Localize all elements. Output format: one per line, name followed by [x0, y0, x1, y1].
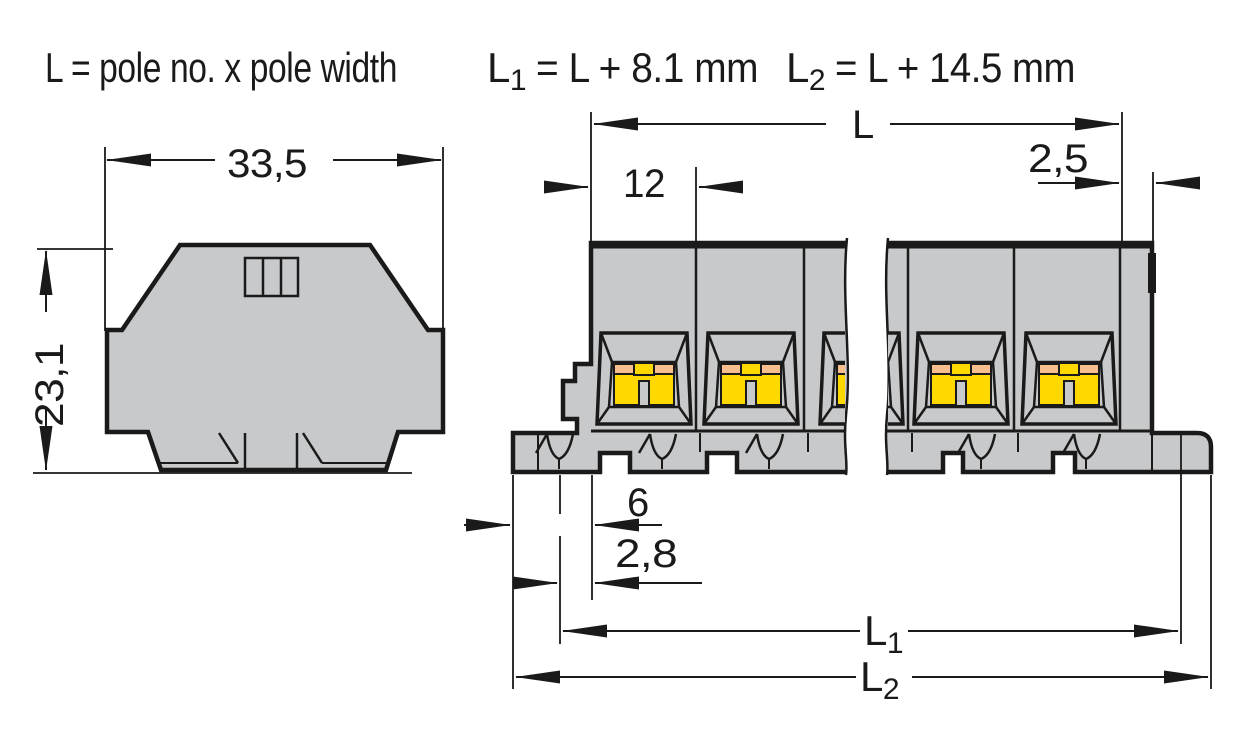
rail-claw: [744, 433, 785, 469]
dim-foot-offset-2-8: 2,8: [615, 532, 677, 576]
end-view: [104, 242, 446, 473]
end-view-housing-outline: [104, 242, 446, 473]
dim-end-plate-2-5: 2,5: [1028, 137, 1088, 181]
dim-height-23-1: 23,1: [28, 343, 72, 427]
rail-claws: [534, 433, 1102, 469]
clamp-window-pole-3: [912, 331, 1010, 426]
dim-l2-label: L2: [860, 653, 899, 706]
formula-row: L = pole no. x pole width L1= L + 8.1 mm…: [45, 44, 1076, 97]
dim-width-33-5: 33,5: [227, 142, 307, 186]
dimension-labels: 33,5 23,1 L 12 2,5 6 2,8 L1 L2: [28, 103, 1089, 706]
rail-claw: [637, 433, 678, 469]
clamp-window-pole-4: [1020, 331, 1118, 426]
formula-l1: L1= L + 8.1 mm: [487, 44, 758, 97]
dim-pole-width-12: 12: [623, 162, 665, 206]
rail-claw: [1061, 433, 1102, 469]
rail-claw: [534, 433, 575, 469]
clamp-window-pole-1: [595, 331, 693, 426]
break-line-left: [843, 237, 850, 476]
pole-dividers: [694, 247, 1122, 430]
dimension-lines: [39, 117, 1209, 684]
formula-total-length: L = pole no. x pole width: [45, 44, 397, 91]
side-view: [510, 233, 1214, 479]
clamp-window-pole-2: [702, 331, 800, 426]
marker-window: [243, 256, 300, 298]
formula-l2: L2= L + 14.5 mm: [786, 44, 1075, 97]
dim-total-length-L: L: [852, 103, 874, 147]
dim-l1-label: L1: [864, 607, 903, 660]
dim-foot-offset-6: 6: [627, 481, 649, 525]
rail-claw: [956, 433, 997, 469]
break-gap: [846, 233, 887, 479]
end-view-foot-detail: [157, 432, 388, 469]
end-plate-latch-bar: [1148, 253, 1156, 293]
